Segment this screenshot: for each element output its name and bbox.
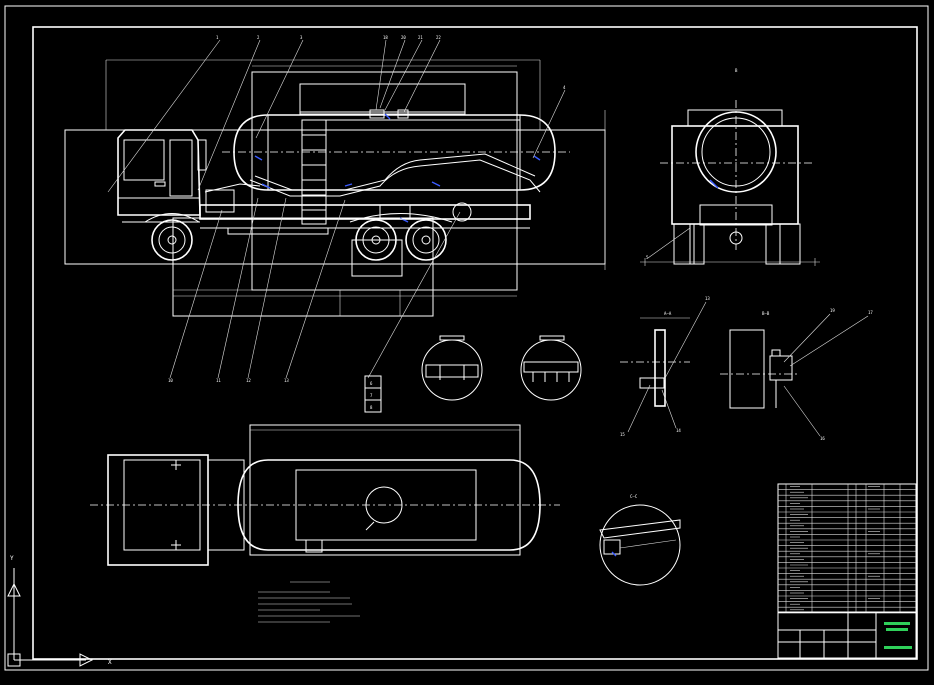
svg-text:A—A: A—A: [664, 311, 672, 316]
truck-side-view: [64, 59, 606, 317]
detail-view-2: [520, 335, 582, 401]
balloon-labels: 1 2 3 18 20 21 22 4 10 11 12 13 6 7 8: [168, 35, 566, 413]
svg-text:C—C: C—C: [630, 494, 638, 499]
svg-text:18: 18: [383, 35, 388, 40]
title-block: [777, 611, 917, 659]
svg-text:3: 3: [300, 35, 303, 40]
svg-text:13: 13: [284, 378, 289, 383]
svg-text:8: 8: [370, 405, 373, 410]
svg-text:11: 11: [216, 378, 221, 383]
svg-text:B: B: [735, 68, 738, 73]
svg-text:22: 22: [436, 35, 441, 40]
detail-view-1: [421, 335, 483, 401]
svg-text:2: 2: [257, 35, 260, 40]
svg-text:1: 1: [216, 35, 219, 40]
truck-plan-view: [90, 424, 560, 566]
svg-text:20: 20: [401, 35, 406, 40]
svg-text:15: 15: [620, 432, 625, 437]
truck-rear-view: 5 B: [640, 68, 820, 266]
svg-text:17: 17: [868, 310, 873, 315]
technical-notes: [258, 581, 360, 623]
ucs-icon: Y X: [7, 555, 112, 667]
detail-view-3: 13 15 14 A—A: [620, 296, 710, 437]
detail-view-5: C—C: [599, 494, 681, 586]
svg-text:13: 13: [705, 296, 710, 301]
ucs-x-label: X: [108, 659, 112, 666]
leader-lines: [107, 39, 566, 379]
svg-text:16: 16: [820, 436, 825, 441]
svg-text:12: 12: [246, 378, 251, 383]
detail-view-4: 19 17 16 B—B: [720, 308, 873, 441]
svg-text:7: 7: [370, 393, 373, 398]
svg-text:6: 6: [370, 381, 373, 386]
parts-list-table: [777, 483, 917, 614]
outer-border: [4, 5, 929, 671]
inner-border: [32, 26, 918, 660]
svg-text:19: 19: [830, 308, 835, 313]
svg-text:10: 10: [168, 378, 173, 383]
svg-text:4: 4: [563, 85, 566, 90]
svg-text:B—B: B—B: [762, 311, 770, 316]
svg-text:5: 5: [646, 255, 649, 260]
svg-text:14: 14: [676, 428, 681, 433]
svg-text:21: 21: [418, 35, 423, 40]
ucs-y-label: Y: [10, 555, 14, 562]
